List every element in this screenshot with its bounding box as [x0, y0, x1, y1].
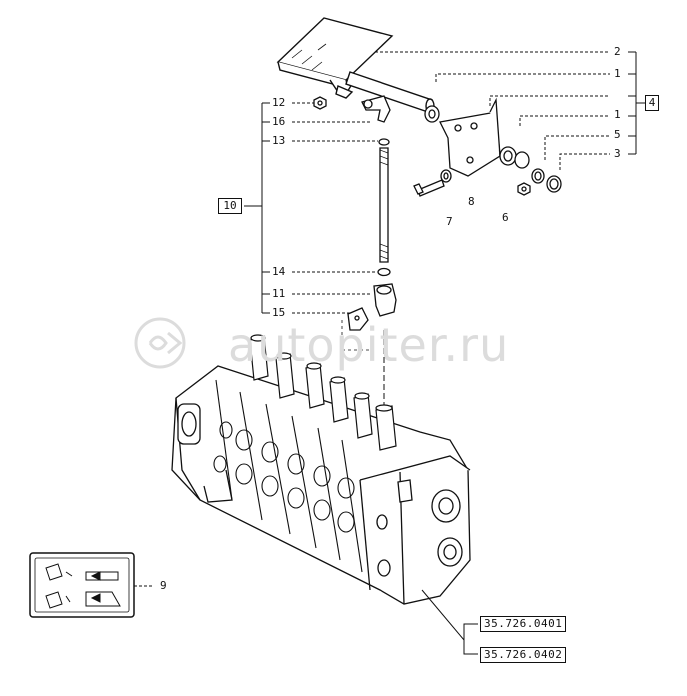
callout-11: 11 — [272, 287, 286, 300]
watermark-logo-icon — [134, 317, 186, 369]
callout-16: 16 — [272, 115, 286, 128]
callout-15: 15 — [272, 306, 286, 319]
group-box-4: 4 — [645, 95, 659, 111]
pedal-bracket — [439, 97, 517, 177]
reference-35-726-0402[interactable]: 35.726.0402 — [480, 647, 567, 663]
watermark-text: autopiter.ru — [228, 318, 510, 372]
washer-bushing-parts — [413, 151, 562, 197]
valve-sections — [213, 379, 363, 573]
callout-14: 14 — [272, 265, 286, 278]
joystick-pattern-decal-icon — [29, 552, 135, 618]
callout-3: 3 — [614, 147, 621, 160]
reference-leader — [421, 589, 478, 655]
callout-1-lower: 1 — [614, 108, 621, 121]
pedal-axis-line — [341, 320, 370, 351]
leader-lines-right — [375, 51, 610, 170]
callout-8: 8 — [468, 195, 475, 208]
reference-35-726-0401[interactable]: 35.726.0401 — [480, 616, 567, 632]
callout-2: 2 — [614, 45, 621, 58]
bracket-left — [244, 102, 270, 314]
bushing-part — [424, 105, 440, 123]
callout-12: 12 — [272, 96, 286, 109]
control-valve-block — [171, 365, 471, 605]
group-box-10: 10 — [218, 198, 242, 214]
rod-and-fittings — [313, 95, 397, 331]
leader-lines-left — [292, 102, 378, 314]
callout-13: 13 — [272, 134, 286, 147]
callout-5: 5 — [614, 128, 621, 141]
valve-spools — [249, 334, 397, 451]
callout-1-upper: 1 — [614, 67, 621, 80]
bracket-right — [628, 51, 646, 155]
callout-9: 9 — [160, 579, 167, 592]
callout-6: 6 — [502, 211, 509, 224]
callout-7: 7 — [446, 215, 453, 228]
